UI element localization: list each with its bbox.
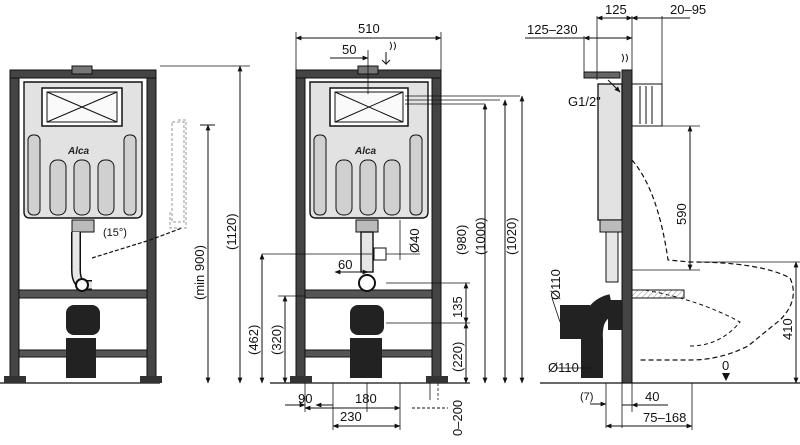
side-7-label: (7) — [580, 391, 593, 403]
side-flush-pipe — [605, 231, 619, 283]
left-drain-pipe — [66, 338, 96, 378]
left-cistern-rib-4 — [97, 159, 115, 216]
left-flush-pipe-inner — [72, 232, 92, 289]
center-cistern-rib-4 — [383, 159, 401, 216]
center-980-label: (980) — [454, 225, 469, 255]
center-water-symbol — [389, 41, 396, 51]
side-drain-socket — [608, 300, 622, 330]
left-frame: Alca (15°) (min 900) (1120) — [4, 65, 250, 384]
center-brand-logo: Alca — [354, 146, 377, 157]
side-pipe-collar — [599, 219, 623, 233]
left-total-height-label: (1120) — [224, 213, 239, 250]
side-75-168-label: 75–168 — [643, 410, 686, 425]
side-125-230-label: 125–230 — [527, 22, 578, 37]
left-drain-bend — [66, 305, 100, 335]
center-outlet-offset-label: 60 — [338, 257, 352, 272]
side-toilet-outline — [631, 159, 794, 361]
side-view: G1/2" 125 20–95 125–230 590 Ø110 Ø110 — [525, 2, 800, 430]
side-wc-connector — [631, 289, 685, 299]
left-cistern-rib-5 — [123, 134, 137, 216]
center-220-label: (220) — [450, 342, 465, 372]
center-frame-post-right — [431, 69, 442, 384]
side-inlet-fitting — [583, 71, 621, 79]
side-zero-marker — [722, 373, 730, 381]
left-inlet-pipe — [91, 227, 183, 259]
side-thread-leader — [607, 79, 621, 93]
center-frame: Alca 510 50 (980) (1000) (1020) Ø40 6 — [246, 21, 525, 436]
side-water-symbol — [621, 53, 628, 63]
center-width-label: 510 — [358, 21, 380, 36]
center-water-inlet-arrow — [381, 52, 391, 66]
center-1000-label: (1000) — [473, 217, 488, 255]
center-180-label: 180 — [355, 391, 377, 406]
left-cistern-rib-2 — [49, 159, 67, 216]
left-flush-cross-2 — [46, 91, 118, 123]
center-frame-foot-right — [426, 376, 448, 383]
center-inlet-offset-label: 50 — [342, 42, 356, 57]
side-590-label: 590 — [674, 203, 689, 225]
center-pipe-dia-label: Ø40 — [407, 228, 422, 253]
side-dia1-label: Ø110 — [548, 269, 563, 300]
center-frame-post-left — [295, 69, 306, 384]
side-cistern-body — [597, 83, 623, 221]
center-90-label: 90 — [298, 391, 312, 406]
left-vent-body — [171, 121, 185, 223]
center-462-label: (462) — [246, 325, 261, 355]
left-angle-label: (15°) — [103, 227, 127, 239]
side-drain-bend — [580, 294, 616, 378]
center-drain-pipe — [350, 338, 382, 378]
center-adjust-label: 0–200 — [450, 400, 465, 436]
side-20-95-label: 20–95 — [670, 2, 706, 17]
left-vent-pipe — [169, 119, 187, 229]
center-cistern-rib-2 — [335, 159, 353, 216]
center-1020-label: (1020) — [504, 217, 519, 255]
center-drain-bend — [350, 305, 384, 335]
left-pipe-collar — [71, 219, 95, 233]
side-410-label: 410 — [780, 318, 795, 340]
side-flush-plate-box — [631, 83, 663, 127]
side-drain-adapter — [560, 305, 590, 339]
center-cistern-rib-1 — [313, 134, 327, 216]
left-outlet-ring — [75, 278, 89, 292]
left-cistern-rib-1 — [27, 134, 41, 216]
center-frame-foot-left — [290, 376, 312, 383]
side-125-label: 125 — [605, 2, 627, 17]
center-pipe-collar — [355, 219, 379, 233]
left-frame-post-right — [146, 69, 157, 384]
side-dia2-label: Ø110 — [548, 360, 579, 375]
left-cistern-rib-3 — [73, 159, 91, 216]
left-frame-top-clip — [71, 65, 93, 75]
center-outlet-ring — [358, 274, 376, 292]
center-flush-pipe — [360, 231, 374, 273]
side-thread-label: G1/2" — [568, 94, 601, 109]
side-40-label: 40 — [645, 389, 659, 404]
center-135-label: 135 — [450, 296, 465, 318]
left-min-height-label: (min 900) — [192, 245, 207, 300]
left-frame-foot-left — [4, 376, 26, 383]
center-flush-cross-2 — [334, 91, 404, 123]
center-cistern-rib-5 — [409, 134, 423, 216]
left-frame-foot-right — [140, 376, 162, 383]
center-320-label: (320) — [269, 325, 284, 355]
left-brand-logo: Alca — [67, 146, 90, 157]
left-frame-post-left — [9, 69, 20, 384]
center-pipe-fitting — [373, 247, 387, 261]
center-230-label: 230 — [340, 409, 362, 424]
side-zero-label: 0 — [722, 358, 729, 373]
center-cistern-rib-3 — [359, 159, 377, 216]
side-frame-post — [621, 69, 633, 384]
side-dia1-leader — [551, 297, 561, 323]
